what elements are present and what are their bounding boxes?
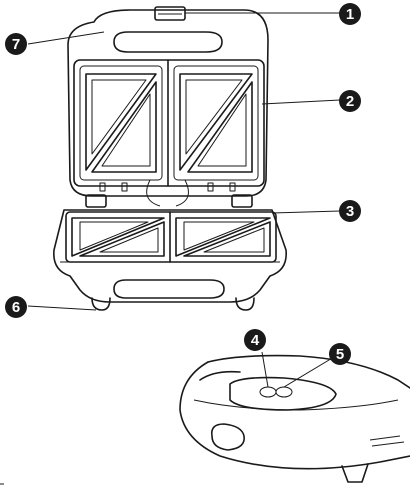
- ready-light: [275, 386, 293, 398]
- indicator-lights: [229, 376, 337, 411]
- callout-2: 2: [339, 90, 361, 112]
- callout-3-label: 3: [346, 203, 354, 220]
- upper-lid: [67, 6, 269, 197]
- callout-5: 5: [329, 343, 351, 365]
- callout-7-label: 7: [12, 36, 20, 53]
- hinges: [85, 179, 253, 208]
- callout-4: 4: [244, 329, 266, 351]
- callout-4-label: 4: [251, 332, 260, 349]
- callout-3: 3: [339, 200, 361, 222]
- base-unit: [53, 209, 287, 311]
- callout-1: 1: [339, 3, 361, 25]
- base-handle: [113, 279, 225, 299]
- leader-lines: [27, 12, 341, 388]
- callout-6: 6: [5, 296, 27, 318]
- callout-2-label: 2: [346, 93, 354, 110]
- lid-handle: [113, 31, 223, 53]
- callout-1-label: 1: [346, 6, 354, 23]
- callout-6-label: 6: [12, 299, 20, 316]
- callout-5-label: 5: [336, 346, 344, 363]
- indicator-detail-view: [179, 354, 410, 483]
- callout-7: 7: [5, 33, 27, 55]
- power-light: [259, 386, 277, 398]
